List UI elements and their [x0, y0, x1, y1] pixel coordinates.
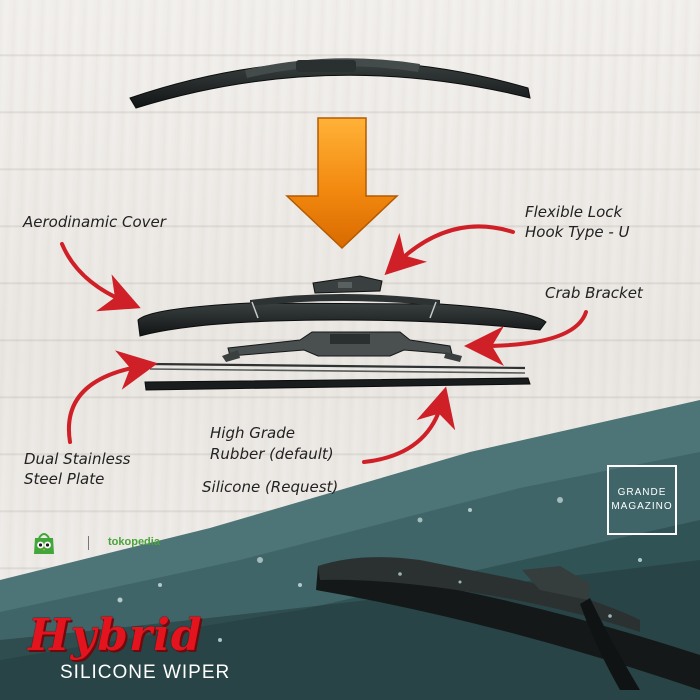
- assembled-wiper: [129, 58, 531, 109]
- store-name: tokopedia: [108, 536, 160, 548]
- hook-clip-part: [312, 275, 383, 294]
- brand-logo: GRANDE MAGAZINO: [607, 465, 677, 535]
- steel-plates-part: [149, 362, 526, 374]
- brand-logo-line2: MAGAZINO: [611, 501, 673, 512]
- store-separator: [88, 536, 89, 550]
- aerodynamic-cover-label: Aerodinamic Cover: [23, 213, 166, 231]
- rubber-strip-part: [144, 377, 531, 391]
- flexible-lock-label-line2: Hook Type - U: [525, 223, 630, 241]
- brand-logo-line1: GRANDE: [617, 487, 667, 498]
- product-title: Hybrid: [28, 610, 203, 661]
- rubber-label-line1: High Grade: [210, 424, 295, 442]
- rubber-label-line3: Silicone (Request): [202, 478, 339, 496]
- aerodynamic-cover-part: [137, 294, 547, 337]
- flexible-lock-label-line1: Flexible Lock: [525, 203, 623, 221]
- dual-stainless-label-line1: Dual Stainless: [24, 450, 131, 468]
- crab-bracket-part: [222, 331, 462, 362]
- red-curved-arrow-icon: [60, 224, 588, 464]
- rubber-label-line2: Rubber (default): [210, 445, 334, 463]
- down-arrow-icon: [285, 117, 399, 250]
- crab-bracket-label: Crab Bracket: [545, 284, 643, 302]
- tokopedia-owl-icon: [34, 533, 54, 554]
- product-subtitle: SILICONE WIPER: [60, 662, 231, 683]
- wiper-closeup: [316, 557, 700, 690]
- dual-stainless-label-line2: Steel Plate: [24, 470, 105, 488]
